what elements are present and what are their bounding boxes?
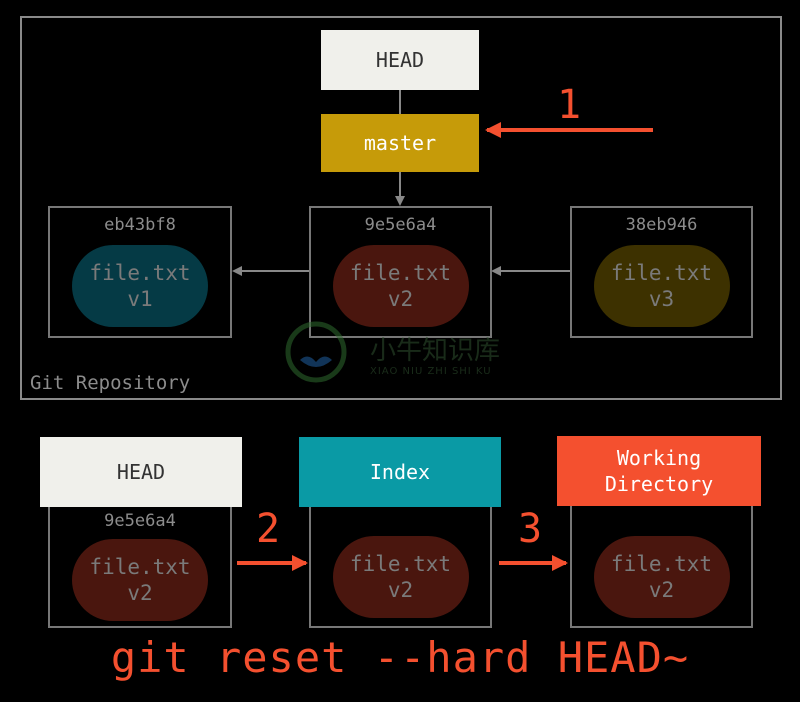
watermark-cn-text: 小牛知识库 <box>370 336 501 366</box>
file-version: v2 <box>387 578 414 602</box>
file-name: file.txt <box>349 552 452 576</box>
file-version: v2 <box>648 578 675 602</box>
head-tree-blob: file.txt v2 <box>72 539 208 621</box>
index-tree-frame: file.txt v2 <box>309 500 492 628</box>
working-directory-blob: file.txt v2 <box>593 536 730 618</box>
commit-hash: eb43bf8 <box>104 215 176 235</box>
file-name: file.txt <box>89 261 191 285</box>
file-blob-v3: file.txt v3 <box>593 245 730 327</box>
watermark-logo: 小牛知识库 XIAO NIU ZHI SHI KU <box>278 316 528 386</box>
file-name: file.txt <box>89 555 191 579</box>
repo-head-ref: HEAD <box>321 30 479 90</box>
file-blob-v2: file.txt v2 <box>332 245 469 327</box>
head-tree-hash: 9e5e6a4 <box>104 511 176 531</box>
working-directory-label: Working Directory <box>557 436 761 506</box>
step-1-label: 1 <box>557 82 582 128</box>
git-repository-label: Git Repository <box>30 372 191 394</box>
commit-hash: 38eb946 <box>625 215 698 235</box>
step-2-label: 2 <box>256 506 281 552</box>
file-name: file.txt <box>610 261 713 285</box>
git-command-text: git reset --hard HEAD~ <box>110 633 690 682</box>
step-3-label: 3 <box>518 506 543 552</box>
master-branch-ref: master <box>321 114 479 172</box>
working-directory-label-line2: Directory <box>604 472 714 496</box>
working-directory-label-line1: Working <box>616 446 702 470</box>
commit-eb43bf8: eb43bf8 file.txt v1 <box>48 206 232 338</box>
file-name: file.txt <box>610 552 713 576</box>
file-version: v1 <box>127 287 153 311</box>
index-tree-blob: file.txt v2 <box>332 536 469 618</box>
commit-hash: 9e5e6a4 <box>364 215 437 235</box>
watermark-icon <box>285 321 347 383</box>
index-tree-label: Index <box>299 437 501 507</box>
commit-9e5e6a4: 9e5e6a4 file.txt v2 <box>309 206 492 338</box>
file-name: file.txt <box>349 261 452 285</box>
head-tree-frame: 9e5e6a4 file.txt v2 <box>48 500 232 628</box>
file-version: v2 <box>127 581 153 605</box>
head-tree-label: HEAD <box>40 437 242 507</box>
git-repository-frame <box>20 16 782 400</box>
commit-38eb946: 38eb946 file.txt v3 <box>570 206 753 338</box>
file-version: v3 <box>648 287 675 311</box>
file-blob-v1: file.txt v1 <box>72 245 208 327</box>
file-version: v2 <box>387 287 414 311</box>
watermark-en-text: XIAO NIU ZHI SHI KU <box>370 366 492 377</box>
working-directory-frame: file.txt v2 <box>570 500 753 628</box>
